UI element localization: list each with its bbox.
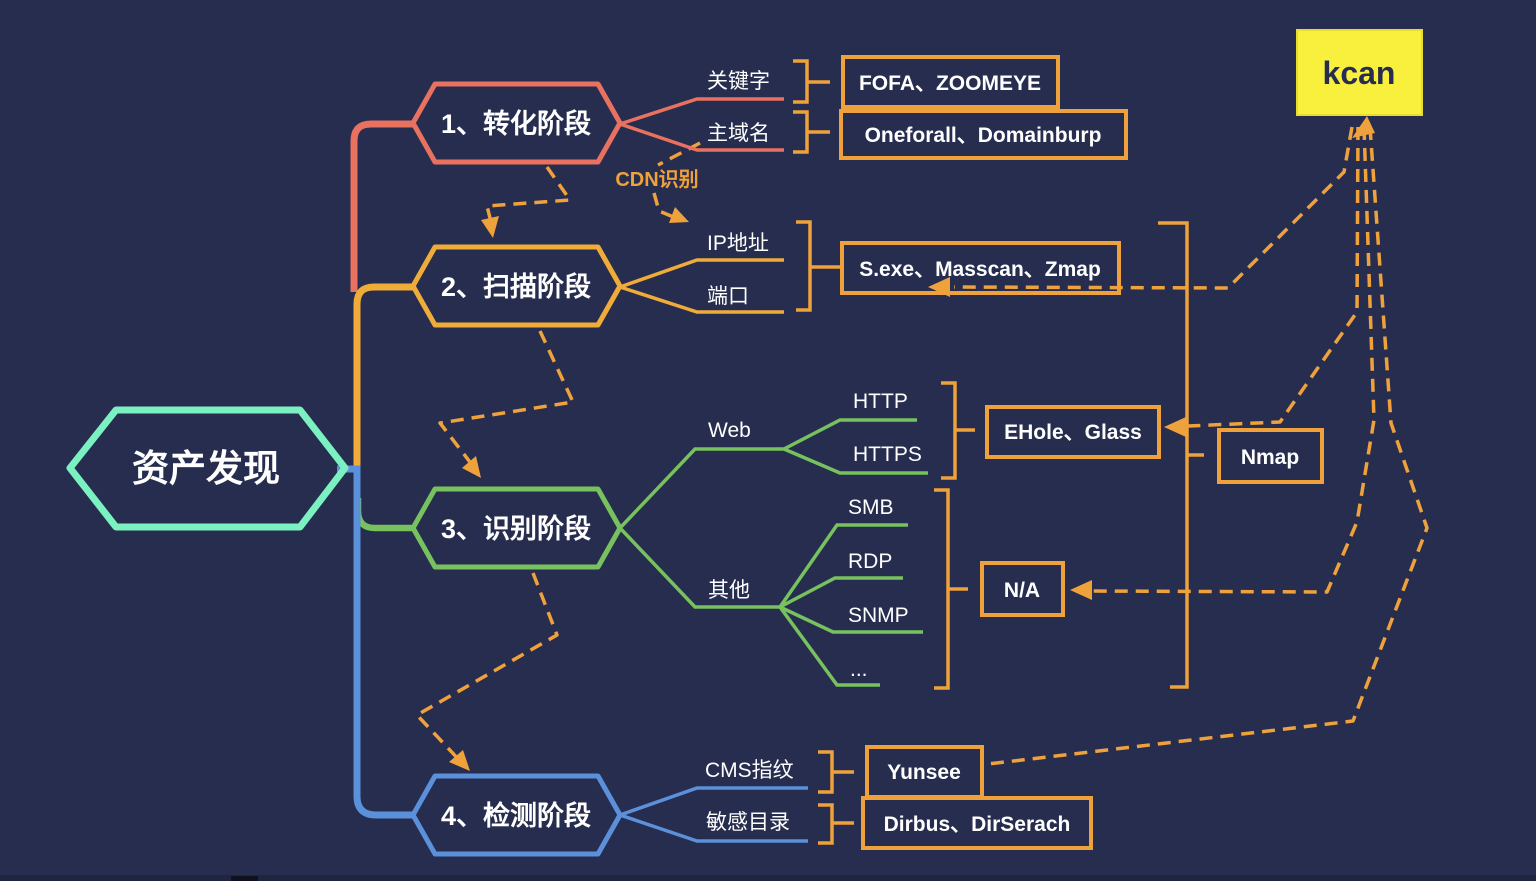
box-scanners-label: S.exe、Masscan、Zmap bbox=[859, 258, 1101, 281]
kcan-link-na bbox=[1091, 126, 1376, 594]
box-fingerprint-label: EHole、Glass bbox=[1004, 421, 1142, 444]
branch-snmp-label[interactable]: SNMP bbox=[848, 604, 909, 627]
node-stage4[interactable] bbox=[410, 773, 623, 857]
flow-stage3-to-stage4 bbox=[415, 572, 559, 765]
cdn-line-bottom bbox=[652, 192, 677, 220]
branch-https-label[interactable]: HTTPS bbox=[853, 443, 922, 466]
node-root[interactable] bbox=[66, 406, 349, 531]
branch-http-line bbox=[783, 418, 917, 451]
box-subdomain[interactable] bbox=[839, 109, 1128, 160]
branch-ip-label[interactable]: IP地址 bbox=[707, 232, 769, 255]
arrowhead-fingerprint-box bbox=[1164, 417, 1186, 437]
bracket-other bbox=[934, 488, 968, 690]
bracket-domain bbox=[793, 110, 830, 154]
box-na[interactable] bbox=[980, 561, 1065, 617]
branch-port-line bbox=[619, 285, 784, 314]
box-fingerprint[interactable] bbox=[985, 405, 1161, 459]
box-dir-brute-label: Dirbus、DirSerach bbox=[884, 813, 1071, 836]
branch-cms-line bbox=[619, 786, 808, 817]
box-na-label: N/A bbox=[1004, 579, 1040, 602]
branch-smb-line bbox=[778, 523, 908, 608]
box-scanners[interactable] bbox=[840, 241, 1121, 295]
node-stage1-label: 1、转化阶段 bbox=[441, 109, 591, 139]
bracket-cms bbox=[818, 750, 854, 794]
branch-keyword-label[interactable]: 关键字 bbox=[707, 70, 770, 93]
branch-snmp-line bbox=[779, 605, 923, 634]
node-stage3[interactable] bbox=[410, 486, 623, 570]
node-kcan[interactable] bbox=[1296, 29, 1423, 116]
branch-domain-label[interactable]: 主域名 bbox=[707, 122, 770, 145]
branch-http-label[interactable]: HTTP bbox=[853, 390, 908, 413]
box-search-engines-label: FOFA、ZOOMEYE bbox=[859, 72, 1041, 95]
kcan-link-fingerprint bbox=[1187, 126, 1360, 428]
node-stage2[interactable] bbox=[410, 244, 623, 328]
box-search-engines[interactable] bbox=[841, 55, 1060, 109]
branch-ellipsis-line bbox=[778, 605, 880, 687]
stage1-branches bbox=[619, 97, 784, 152]
arrowhead-stage3 bbox=[462, 456, 481, 478]
node-stage2-label: 2、扫描阶段 bbox=[441, 272, 591, 302]
bracket-keyword bbox=[793, 59, 830, 104]
bottom-notch bbox=[231, 876, 258, 881]
branch-smb-label[interactable]: SMB bbox=[848, 496, 894, 519]
branch-other-line bbox=[618, 526, 780, 609]
branch-dir-line bbox=[619, 813, 808, 843]
arrowhead-kcan bbox=[1352, 116, 1375, 138]
trunk-stage1-connector bbox=[350, 120, 413, 292]
stage-nodes: 1、转化阶段 2、扫描阶段 3、识别阶段 4、检测阶段 bbox=[410, 81, 623, 857]
branch-ip-line bbox=[619, 258, 784, 289]
box-cms-check-label: Yunsee bbox=[887, 761, 961, 784]
branch-domain-line bbox=[619, 122, 784, 152]
stage4-branches bbox=[619, 786, 808, 843]
trunk-stage3-connector bbox=[354, 498, 413, 532]
kcan-link-scanners bbox=[953, 126, 1354, 290]
branch-dir-label[interactable]: 敏感目录 bbox=[706, 811, 790, 834]
branch-keyword-line bbox=[619, 97, 784, 126]
box-subdomain-label: Oneforall、Domainburp bbox=[865, 124, 1102, 147]
stage-flow-arrows bbox=[415, 165, 575, 771]
trunk-lines bbox=[337, 120, 413, 819]
node-stage3-label: 3、识别阶段 bbox=[441, 514, 591, 544]
branch-ellipsis-label[interactable]: ... bbox=[850, 658, 868, 681]
bottom-strip bbox=[0, 875, 1536, 881]
box-nmap-label: Nmap bbox=[1241, 446, 1299, 469]
branch-web-label[interactable]: Web bbox=[708, 419, 751, 442]
node-root-label: 资产发现 bbox=[132, 448, 280, 489]
branch-port-label[interactable]: 端口 bbox=[707, 285, 749, 308]
bracket-dir bbox=[818, 803, 854, 845]
box-nmap[interactable] bbox=[1217, 428, 1324, 484]
bracket-identify-tools bbox=[1158, 221, 1204, 689]
stage3-branches bbox=[618, 418, 928, 687]
bracket-scan bbox=[796, 220, 840, 312]
trunk-stage4-connector bbox=[337, 465, 413, 819]
branch-cms-label[interactable]: CMS指纹 bbox=[705, 759, 794, 782]
flow-stage2-to-stage3 bbox=[438, 330, 575, 468]
arrowhead-cdn bbox=[669, 207, 689, 223]
bracket-web bbox=[941, 381, 975, 480]
node-kcan-label: kcan bbox=[1323, 55, 1396, 91]
cdn-label: CDN识别 bbox=[615, 168, 698, 191]
branch-rdp-line bbox=[779, 576, 903, 609]
branch-web-line bbox=[618, 447, 784, 530]
flow-stage1-to-stage2 bbox=[485, 165, 572, 227]
branch-other-label[interactable]: 其他 bbox=[708, 579, 750, 602]
node-stage4-label: 4、检测阶段 bbox=[441, 800, 591, 831]
branch-rdp-label[interactable]: RDP bbox=[848, 550, 892, 573]
tool-boxes: FOFA、ZOOMEYE Oneforall、Domainburp S.exe、… bbox=[839, 55, 1324, 850]
cdn-annotation: CDN识别 bbox=[615, 141, 701, 223]
arrowhead-stage2 bbox=[481, 216, 499, 238]
cdn-line-top bbox=[657, 141, 701, 167]
arrowhead-stage4 bbox=[449, 750, 470, 771]
arrowhead-na-box bbox=[1070, 580, 1092, 600]
kcan-link-yunsee bbox=[987, 126, 1429, 766]
node-stage1[interactable] bbox=[410, 81, 623, 165]
box-dir-brute[interactable] bbox=[861, 796, 1093, 850]
branch-https-line bbox=[783, 447, 928, 475]
stage2-branches bbox=[619, 258, 784, 314]
trunk-stage2-connector bbox=[353, 283, 413, 470]
kcan-links bbox=[928, 116, 1429, 766]
